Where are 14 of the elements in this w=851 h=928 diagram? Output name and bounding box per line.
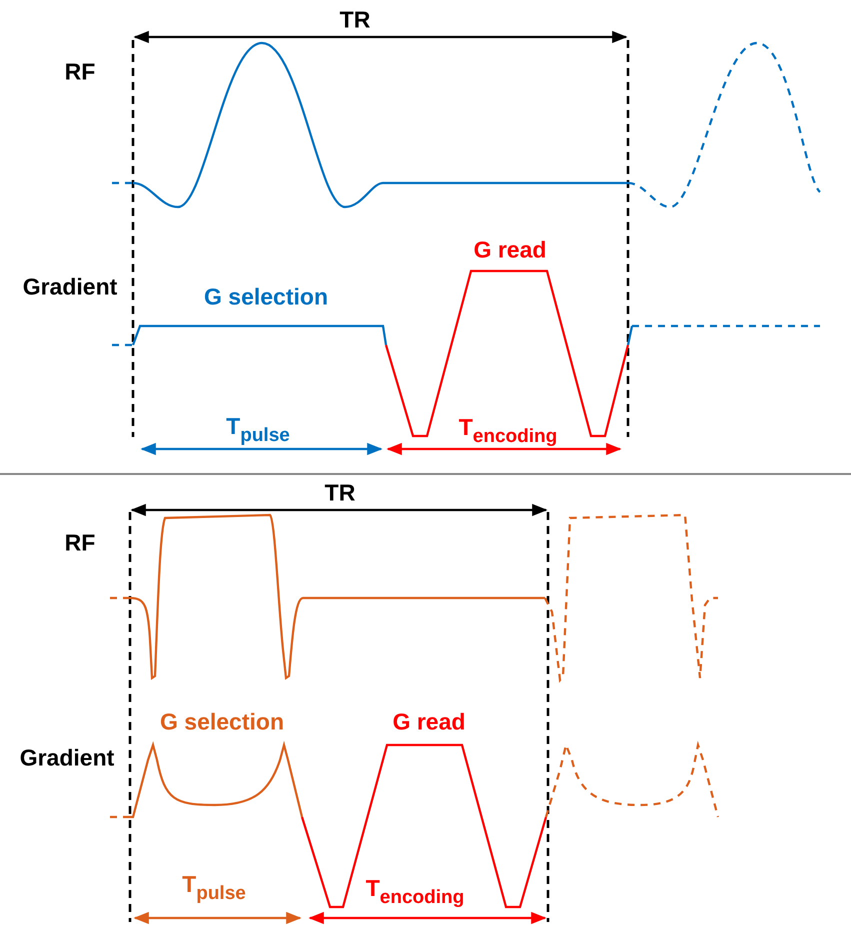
waveform-label: G read [392, 710, 466, 734]
dimension-label: T$_{encoding}$ [458, 416, 558, 446]
dimension-label: T$_{pulse}$ [226, 415, 290, 445]
waveform-label: G selection [204, 286, 328, 308]
axis-label: RF [64, 60, 96, 84]
axis-label: Gradient [20, 746, 114, 770]
axis-label: Gradient [22, 276, 118, 298]
dimension-label: T$_{pulse}$ [182, 873, 246, 903]
dimension-label: T$_{encoding}$ [366, 877, 464, 907]
waveform-label: G selection [160, 710, 284, 734]
dimension-label: TR [340, 8, 370, 32]
waveform-label: G read [474, 238, 546, 262]
axis-label: RF [64, 532, 96, 554]
dimension-label: TR [324, 482, 356, 504]
